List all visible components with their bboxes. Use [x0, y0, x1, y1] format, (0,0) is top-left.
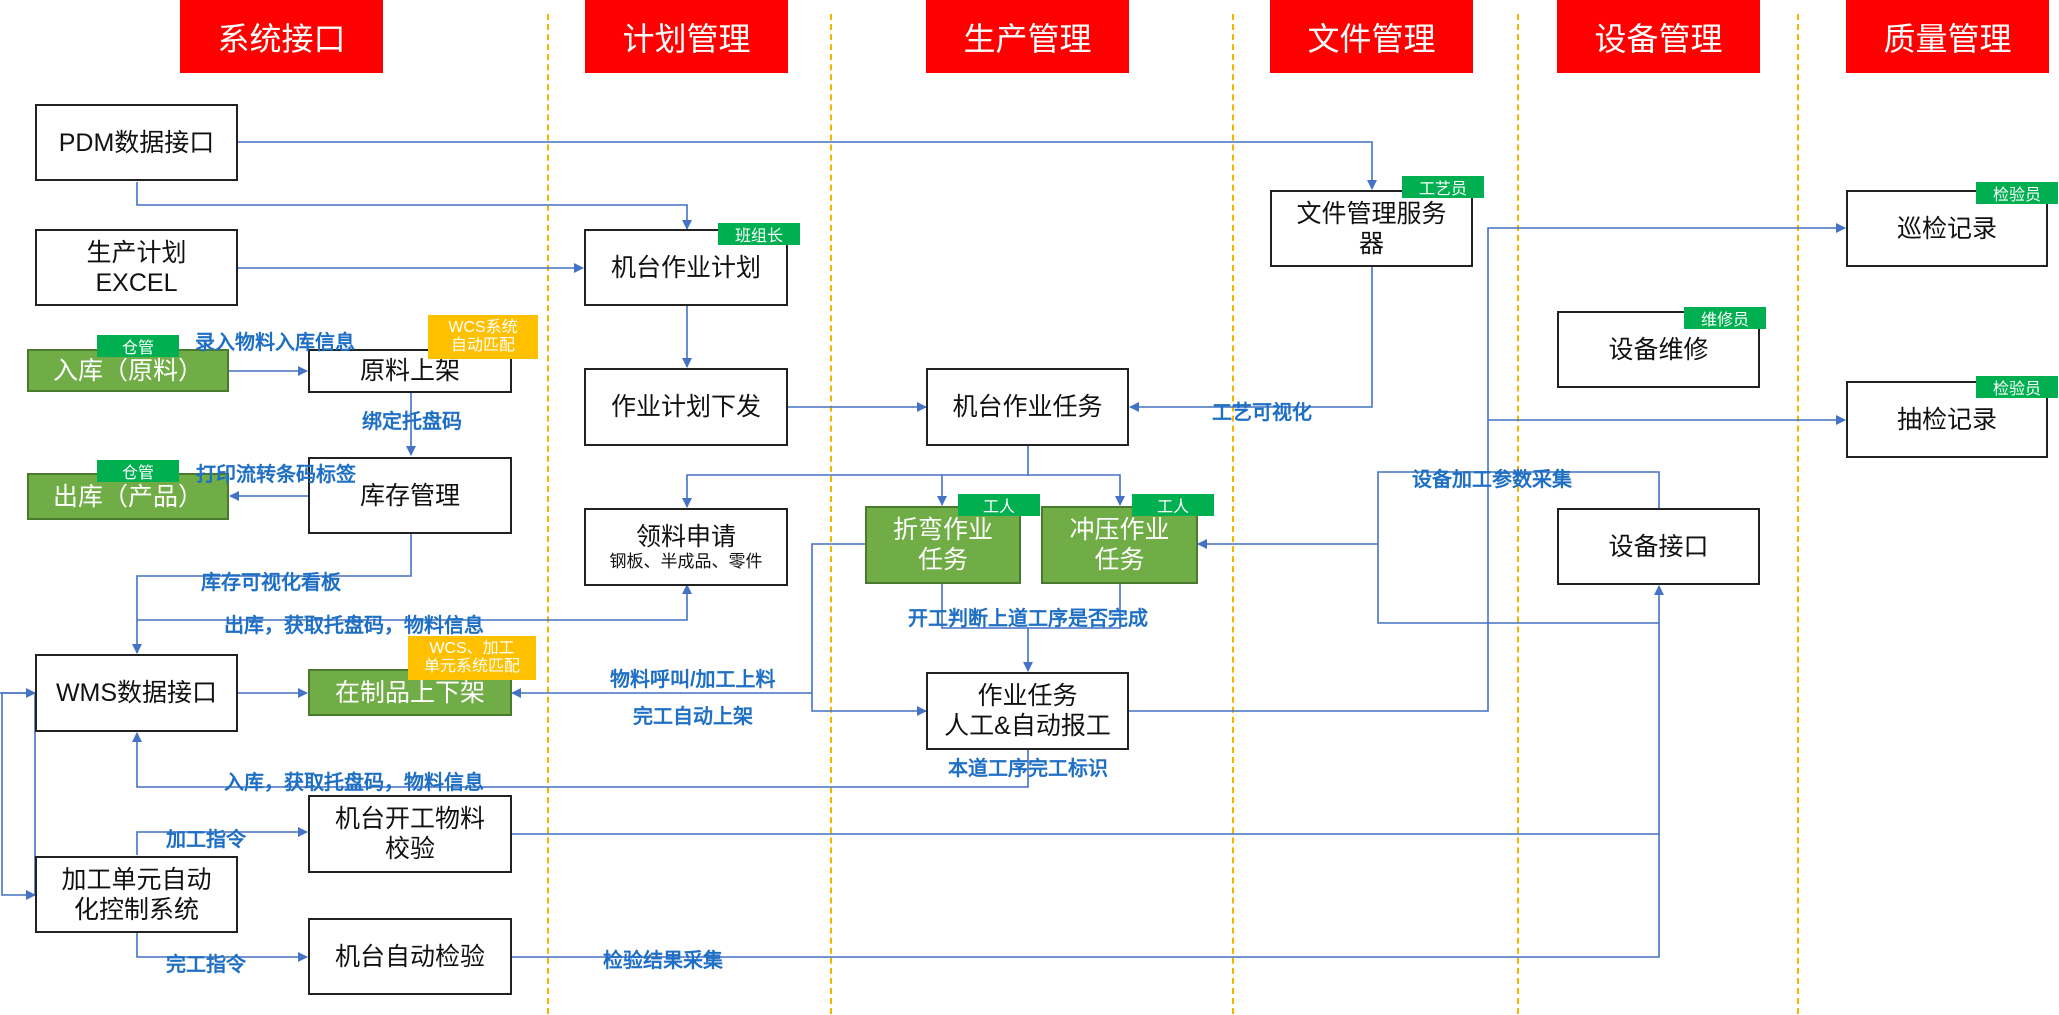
header-quality-management: 质量管理	[1846, 0, 2049, 73]
label-inbound-pallet: 入库，获取托盘码，物料信息	[224, 772, 484, 794]
wcs-cell-match-tag: WCS、加工 单元系统匹配	[408, 636, 536, 680]
production-plan-excel-box: 生产计划 EXCEL	[35, 229, 238, 306]
column-divider	[830, 14, 832, 1014]
inspector-tag: 检验员	[1976, 182, 2058, 204]
punching-task-box: 冲压作业 任务	[1041, 506, 1198, 584]
machine-auto-inspect-box: 机台自动检验	[308, 918, 512, 995]
team-leader-tag: 班组长	[718, 223, 800, 245]
label-print-label: 打印流转条码标签	[196, 464, 356, 486]
label-inspection-collect: 检验结果采集	[603, 950, 723, 972]
bending-task-box: 折弯作业 任务	[865, 506, 1021, 584]
wms-interface-box: WMS数据接口	[35, 654, 238, 732]
label-finish-shelf: 完工自动上架	[633, 706, 753, 728]
header-plan-management: 计划管理	[585, 0, 788, 73]
label-process-command: 加工指令	[166, 829, 246, 851]
column-divider	[547, 14, 549, 1014]
label-step-done: 本道工序完工标识	[948, 758, 1108, 780]
job-report-box: 作业任务 人工&自动报工	[926, 672, 1129, 750]
inspector-tag: 检验员	[1976, 376, 2058, 398]
machine-material-check-box: 机台开工物料 校验	[308, 795, 512, 873]
label-enter-material: 录入物料入库信息	[195, 332, 355, 354]
label-material-call: 物料呼叫/加工上料	[610, 669, 776, 691]
patrol-inspection-record-box: 巡检记录	[1846, 190, 2048, 267]
column-divider	[1517, 14, 1519, 1014]
equipment-interface-box: 设备接口	[1557, 508, 1760, 585]
file-server-box: 文件管理服务 器	[1270, 190, 1473, 267]
label-bind-pallet: 绑定托盘码	[362, 411, 462, 433]
header-equipment-management: 设备管理	[1557, 0, 1760, 73]
wcs-auto-match-tag: WCS系统 自动匹配	[428, 315, 538, 359]
column-divider	[1232, 14, 1234, 1014]
material-request-box: 领料申请 钢板、半成品、零件	[584, 508, 788, 586]
label-inventory-board: 库存可视化看板	[201, 572, 341, 594]
label-process-visualization: 工艺可视化	[1212, 402, 1312, 424]
inventory-management-box: 库存管理	[308, 457, 512, 534]
cell-control-system-box: 加工单元自动 化控制系统	[35, 856, 238, 933]
header-production-management: 生产管理	[926, 0, 1129, 73]
worker-tag: 工人	[958, 494, 1040, 516]
pdm-interface-box: PDM数据接口	[35, 104, 238, 181]
header-system-interface: 系统接口	[180, 0, 383, 73]
header-file-management: 文件管理	[1270, 0, 1473, 73]
column-divider	[1797, 14, 1799, 1014]
repairman-tag: 维修员	[1684, 307, 1766, 329]
warehouse-tag: 仓管	[97, 460, 179, 482]
label-parameter-collect: 设备加工参数采集	[1412, 469, 1572, 491]
label-outbound-pallet: 出库，获取托盘码，物料信息	[224, 615, 484, 637]
technologist-tag: 工艺员	[1402, 176, 1484, 198]
worker-tag: 工人	[1132, 494, 1214, 516]
label-finish-command: 完工指令	[166, 954, 246, 976]
machine-task-box: 机台作业任务	[926, 368, 1129, 446]
material-request-title: 领料申请	[635, 522, 736, 551]
plan-issue-box: 作业计划下发	[584, 368, 788, 446]
material-request-subtitle: 钢板、半成品、零件	[609, 551, 763, 571]
label-start-judge: 开工判断上道工序是否完成	[908, 608, 1148, 630]
warehouse-tag: 仓管	[97, 335, 179, 357]
